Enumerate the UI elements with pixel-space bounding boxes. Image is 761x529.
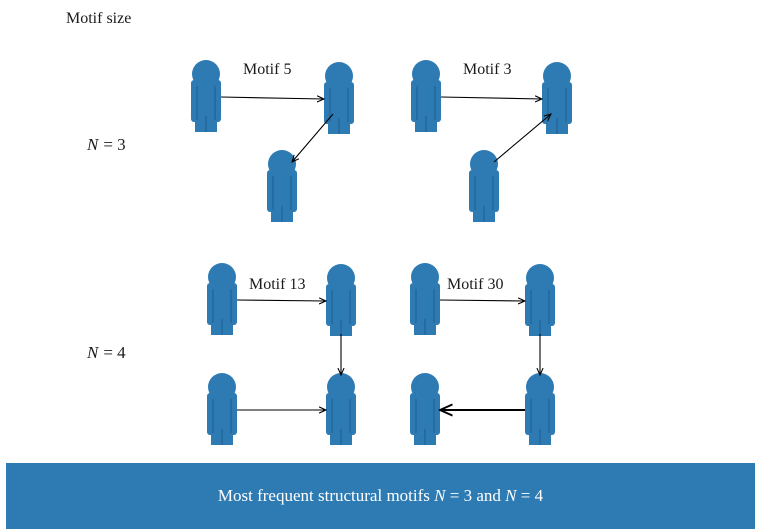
motif-3-label: Motif 3 [463, 61, 511, 78]
motif-3: Motif 3 [411, 60, 572, 222]
edge-arrow [493, 114, 551, 163]
motif-layer: Motif 5 Motif 3 Motif 13 Motif 30 [191, 60, 572, 445]
motif-30: Motif 30 [410, 263, 555, 445]
edge-arrow [292, 113, 334, 162]
person-icon [410, 263, 440, 335]
person-icon [469, 150, 499, 222]
motif-5-label: Motif 5 [243, 61, 291, 78]
motif-13-label: Motif 13 [249, 276, 305, 293]
person-icon [207, 263, 237, 335]
person-icon [542, 62, 572, 134]
edge-arrow [440, 97, 542, 99]
motif-5: Motif 5 [191, 60, 354, 222]
person-icon [411, 60, 441, 132]
caption-text: Most frequent structural motifs N = 3 an… [217, 486, 544, 505]
motif-13: Motif 13 [207, 263, 356, 445]
person-icon [326, 373, 356, 445]
row-label-n3: N= 3 [86, 135, 126, 154]
edge-arrow [220, 97, 324, 99]
edge-arrow [236, 300, 326, 301]
person-icon [525, 264, 555, 336]
person-icon [324, 62, 354, 134]
person-icon [410, 373, 440, 445]
row-label-n4: N= 4 [86, 343, 126, 362]
edge-arrow [439, 300, 525, 301]
motif-size-label: Motif size [66, 10, 131, 27]
person-icon [326, 264, 356, 336]
person-icon [207, 373, 237, 445]
caption-banner: Most frequent structural motifs N = 3 an… [6, 463, 755, 529]
person-icon [525, 373, 555, 445]
person-icon [191, 60, 221, 132]
person-icon [267, 150, 297, 222]
motif-30-label: Motif 30 [447, 276, 503, 293]
